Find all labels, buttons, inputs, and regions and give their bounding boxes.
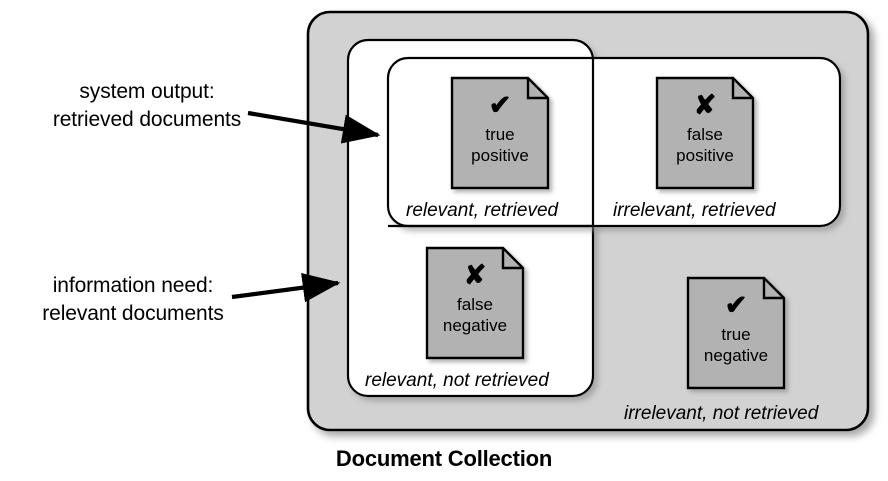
doc-icon-true-positive [450, 76, 550, 190]
doc-body [686, 276, 786, 390]
doc-icon-false-negative [425, 246, 525, 360]
doc-label-line1: false [687, 125, 723, 144]
document-true-positive: ✔ true positive [452, 78, 548, 188]
cross-icon: ✘ [463, 260, 487, 290]
doc-fold [526, 78, 548, 100]
check-icon: ✔ [488, 90, 512, 120]
document-true-negative: ✔ true negative [688, 278, 784, 388]
cross-icon: ✘ [693, 90, 717, 120]
quadrant-label-irrelevant-not-retrieved: irrelevant, not retrieved [624, 403, 819, 424]
annotation-information-need: information need: relevant documents [8, 272, 258, 328]
annotation-line2: relevant documents [42, 302, 224, 325]
arrow-information-need [231, 273, 341, 303]
doc-label-line2: positive [676, 146, 734, 165]
diagram-caption: Document Collection [335, 446, 553, 471]
doc-fold [762, 278, 784, 300]
doc-icon-true-negative [686, 276, 786, 390]
quadrant-label-relevant-retrieved: relevant, retrieved [406, 200, 559, 221]
doc-label-line2: negative [703, 346, 769, 365]
set-intersection-edges [388, 58, 595, 228]
annotation-system-output: system output: retrieved documents [22, 78, 272, 134]
doc-label-line1: true [721, 325, 751, 344]
doc-fold [731, 78, 753, 100]
annotation-line1: information need: [52, 274, 214, 297]
doc-label-line2: negative [442, 316, 508, 335]
annotation-arrows [231, 110, 381, 303]
doc-icon-false-positive [655, 76, 755, 190]
document-false-positive: ✘ false positive [657, 78, 753, 188]
doc-body [425, 246, 525, 360]
check-icon: ✔ [724, 290, 748, 320]
doc-fold [501, 248, 523, 270]
annotation-line2: retrieved documents [52, 108, 242, 131]
document-false-negative: ✘ false negative [427, 248, 523, 358]
quadrant-label-relevant-not-retrieved: relevant, not retrieved [365, 370, 549, 391]
doc-label-line2: positive [471, 146, 529, 165]
quadrant-label-irrelevant-retrieved: irrelevant, retrieved [613, 200, 776, 221]
doc-body [450, 76, 550, 190]
annotation-line1: system output: [79, 80, 215, 103]
doc-label-line1: false [457, 295, 493, 314]
doc-label-line1: true [485, 125, 515, 144]
doc-body [655, 76, 755, 190]
arrow-system-output [247, 110, 381, 144]
